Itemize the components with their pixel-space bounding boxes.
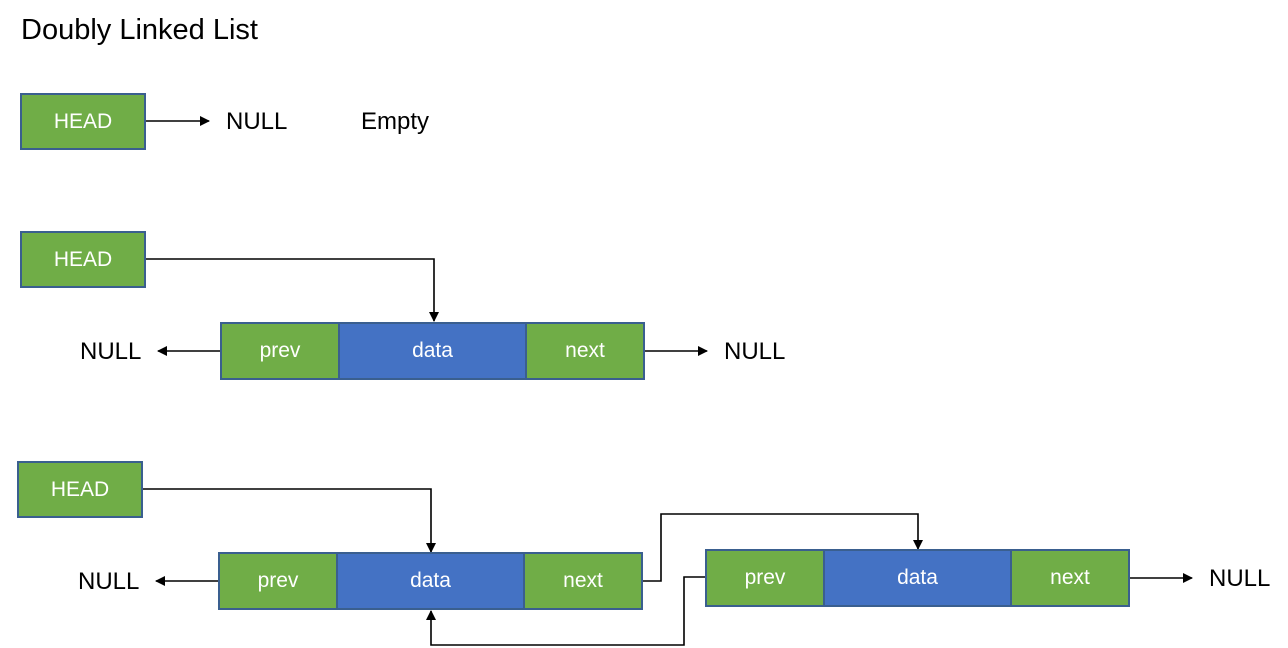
null-right-single: NULL [724,338,786,365]
head-box-empty: HEAD [20,93,146,150]
head-box-single: HEAD [20,231,146,288]
null-left-single: NULL [80,338,142,365]
node1-data-field: data [336,552,525,610]
arrow-node2-prev-to-node1 [426,576,706,646]
node-data-field: data [338,322,527,380]
node-prev-field: prev [220,322,340,380]
head-box-double: HEAD [17,461,143,518]
null-left-double: NULL [78,568,140,595]
diagram-title: Doubly Linked List [21,14,258,46]
arrow-node1-next-to-node2 [643,513,923,582]
empty-label: Empty [361,108,430,135]
node2-prev-field: prev [705,549,825,607]
node2-data-field: data [823,549,1012,607]
null-label-empty: NULL [226,108,288,135]
node1-prev-field: prev [218,552,338,610]
node-next-field: next [525,322,645,380]
node1-next-field: next [523,552,643,610]
arrow-head-to-node1 [143,488,436,553]
null-right-double: NULL [1209,565,1271,592]
node2-next-field: next [1010,549,1130,607]
arrow-head-to-node [146,258,439,322]
